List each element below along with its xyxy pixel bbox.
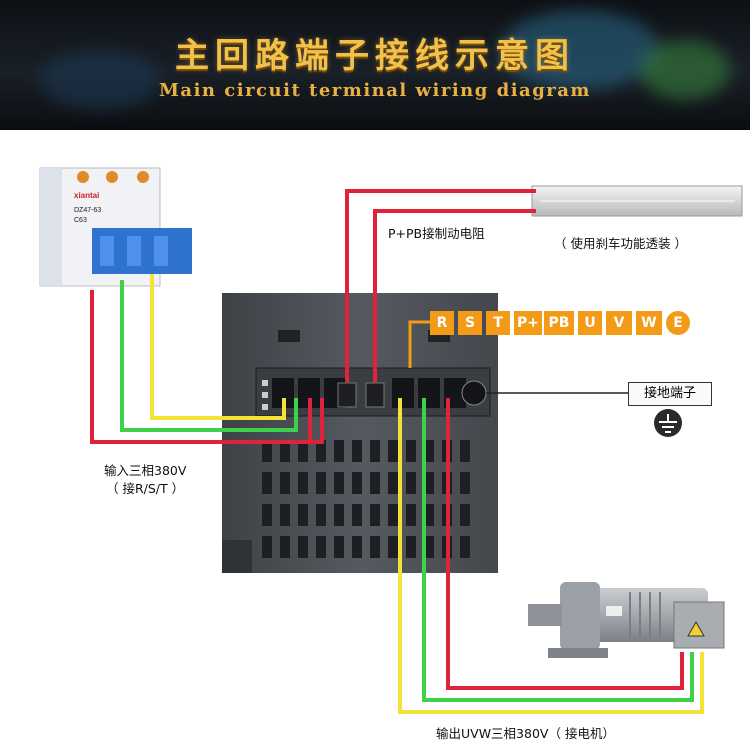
breaker-brand: xiantai bbox=[74, 191, 99, 200]
terminal-r: R bbox=[430, 311, 454, 335]
ground-terminal-label: 接地端子 bbox=[628, 382, 712, 406]
breaker-model: DZ47-63 bbox=[74, 207, 101, 214]
input-wires bbox=[90, 274, 324, 444]
wire-brake-p bbox=[345, 189, 536, 382]
wire-brake-pb bbox=[373, 209, 536, 382]
wire-input-green bbox=[120, 280, 298, 432]
inverter-body bbox=[222, 293, 498, 573]
terminal-pb: PB bbox=[544, 311, 574, 335]
brake-resistor-label: P+PB接制动电阻 bbox=[388, 226, 485, 241]
wire-output-yellow bbox=[398, 398, 704, 714]
diagram-title: 主回路端子接线示意图 bbox=[175, 36, 575, 76]
output-label: 输出UVW三相380V（ 接电机） bbox=[436, 726, 615, 741]
title-banner: 主回路端子接线示意图 Main circuit terminal wiring … bbox=[0, 0, 750, 130]
terminal-w: W bbox=[636, 311, 662, 335]
wire-output-red bbox=[446, 398, 684, 690]
motor bbox=[528, 582, 725, 658]
terminal-e: E bbox=[666, 311, 690, 335]
wire-output-green bbox=[422, 398, 694, 702]
vent-grille bbox=[262, 440, 470, 558]
brake-note-label: （ 使用刹车功能透装 ） bbox=[554, 236, 687, 251]
input-label-line2: （ 接R/S/T ） bbox=[106, 481, 185, 496]
circuit-breaker: xiantai DZ47-63 C63 bbox=[39, 167, 192, 287]
output-wires bbox=[398, 398, 704, 714]
diagram-subtitle: Main circuit terminal wiring diagram bbox=[159, 80, 591, 101]
terminal-bracket bbox=[408, 320, 430, 368]
wire-input-yellow bbox=[150, 274, 286, 420]
brake-wires bbox=[345, 189, 536, 382]
terminal-u: U bbox=[578, 311, 602, 335]
breaker-rating: C63 bbox=[74, 217, 87, 224]
brake-resistor bbox=[531, 185, 743, 217]
wire-input-red bbox=[90, 290, 312, 444]
wire-input-red-2 bbox=[310, 398, 324, 444]
terminal-s: S bbox=[458, 311, 482, 335]
terminal-p: P+ bbox=[514, 311, 542, 335]
ground-symbol-icon bbox=[654, 409, 682, 437]
input-label-line1: 输入三相380V bbox=[104, 463, 187, 478]
terminal-t: T bbox=[486, 311, 510, 335]
terminal-v: V bbox=[606, 311, 632, 335]
